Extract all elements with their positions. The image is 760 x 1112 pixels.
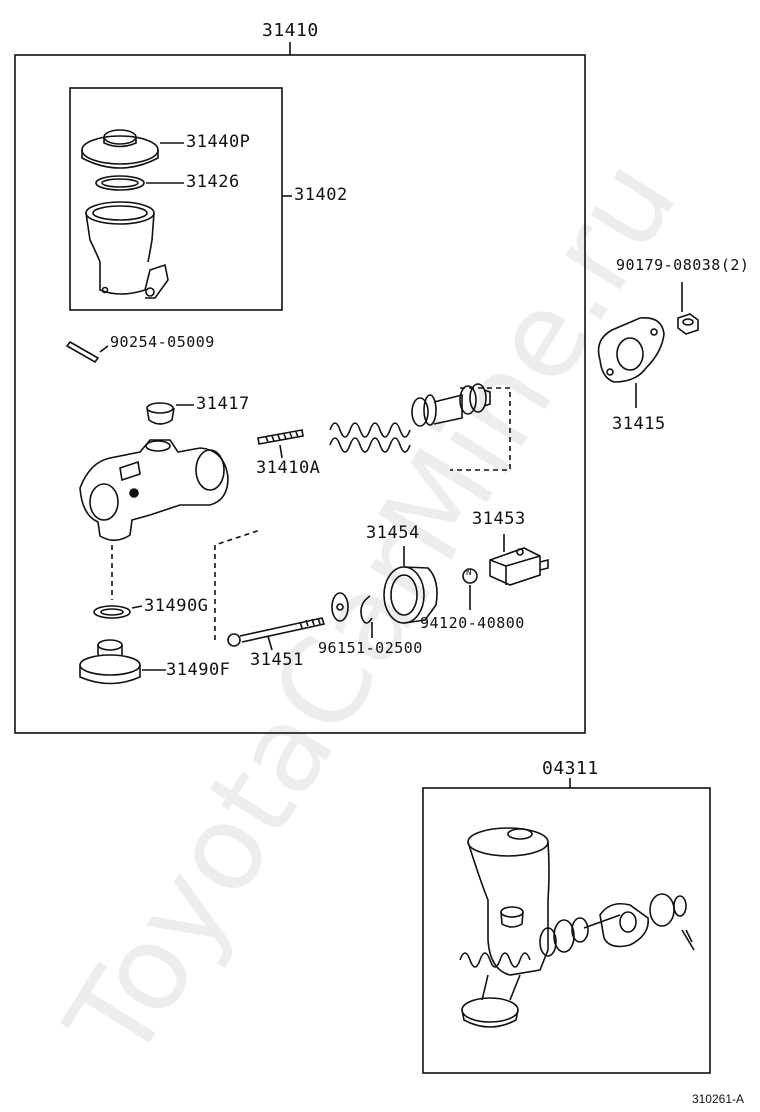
- label-stud: 31410A: [256, 458, 321, 478]
- boot-drawing: [383, 546, 438, 624]
- figure-reference: 310261-A: [691, 1092, 744, 1106]
- clevis-drawing: [489, 534, 549, 586]
- stud-drawing: [257, 429, 304, 459]
- label-nut-n-marker: N: [466, 568, 472, 578]
- label-reservoir-cap: 31440P: [186, 132, 251, 152]
- snap-ring-drawing: [331, 592, 373, 638]
- push-rod-drawing: [227, 617, 326, 651]
- union-fitting-drawing: [79, 639, 166, 685]
- label-nut-n: 94120-40800: [420, 614, 525, 632]
- label-flange-nut: 90179-08038(2): [616, 256, 750, 274]
- pin-drawing: [65, 340, 109, 364]
- label-assembly: 31410: [262, 20, 319, 41]
- label-flange-gasket: 31415: [612, 414, 666, 434]
- label-pin: 90254-05009: [110, 333, 215, 351]
- cap-gasket-drawing: [95, 175, 184, 191]
- label-kit: 04311: [542, 758, 599, 779]
- label-clevis: 31453: [472, 509, 526, 529]
- label-reservoir-group: 31402: [294, 185, 348, 205]
- label-union-fitting: 31490F: [166, 660, 231, 680]
- flange-nut-drawing: [677, 282, 699, 335]
- nut-n-drawing: [462, 568, 478, 610]
- label-grommet: 31417: [196, 394, 250, 414]
- flange-gasket-drawing: [597, 317, 665, 408]
- reservoir-body-drawing: [85, 201, 169, 299]
- label-snap-ring: 96151-02500: [318, 639, 423, 657]
- reservoir-cap-drawing: [81, 129, 184, 169]
- push-rod-dash-box: [214, 529, 261, 640]
- kit-frame: [422, 787, 711, 1074]
- gasket-g-drawing: [93, 605, 143, 619]
- kit-drawing: [459, 827, 695, 1028]
- assembly-frame: [14, 54, 586, 734]
- master-cylinder-body-drawing: [79, 439, 229, 542]
- piston-dash-box: [450, 387, 511, 471]
- label-cap-gasket: 31426: [186, 172, 240, 192]
- piston-spring-drawing: [329, 383, 491, 453]
- reservoir-group-frame: [69, 87, 283, 311]
- grommet-drawing: [146, 402, 194, 425]
- label-gasket-g: 31490G: [144, 596, 209, 616]
- label-boot: 31454: [366, 523, 420, 543]
- label-push-rod: 31451: [250, 650, 304, 670]
